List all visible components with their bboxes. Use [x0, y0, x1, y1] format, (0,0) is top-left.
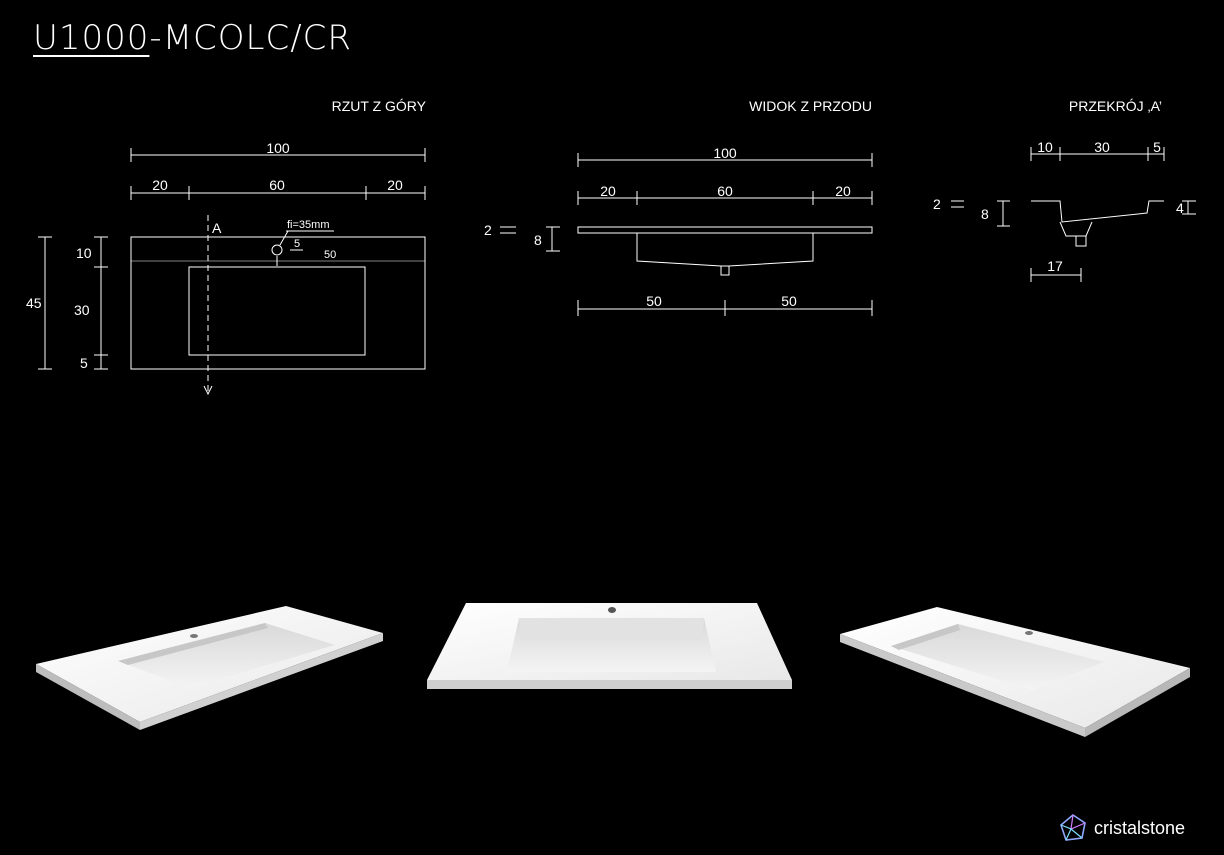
- render-left: [36, 606, 383, 730]
- hole-offset: 5: [294, 238, 300, 250]
- front-width-dim: 100: [713, 145, 737, 161]
- top-width-dim: 100: [266, 140, 290, 156]
- top-depth-dim: 45: [26, 295, 42, 311]
- top-view: RZUT Z GÓRY 100 20 60 20 A fi=35mm 5 50 …: [26, 98, 427, 396]
- top-view-label: RZUT Z GÓRY: [332, 98, 427, 114]
- section-view-label: PRZEKRÓJ ‚A’: [1069, 98, 1162, 114]
- top-depth-top: 10: [76, 245, 92, 261]
- front-view-label: WIDOK Z PRZODU: [749, 98, 872, 114]
- render-right: [840, 607, 1190, 737]
- section-height-dim: 8: [981, 206, 989, 222]
- crystal-icon: [1060, 814, 1086, 841]
- render-front: [427, 603, 792, 689]
- front-half-left: 50: [646, 293, 662, 309]
- top-split-right: 20: [387, 177, 403, 193]
- hole-position: 50: [324, 249, 336, 261]
- section-drain-dim: 17: [1047, 258, 1063, 274]
- section-mark: A: [212, 220, 222, 236]
- front-height-dim: 8: [534, 232, 542, 248]
- section-top-right: 5: [1153, 139, 1161, 155]
- section-view: PRZEKRÓJ ‚A’ 10 30 5 2 8 4 17: [933, 98, 1196, 282]
- section-top-mid: 30: [1094, 139, 1110, 155]
- front-split-mid: 60: [717, 183, 733, 199]
- section-slab-dim: 2: [933, 196, 941, 212]
- front-half-right: 50: [781, 293, 797, 309]
- top-split-mid: 60: [269, 177, 285, 193]
- top-depth-bottom: 5: [80, 355, 88, 371]
- section-top-left: 10: [1037, 139, 1053, 155]
- front-slab-dim: 2: [484, 222, 492, 238]
- section-rim-dim: 4: [1176, 200, 1184, 216]
- front-view: WIDOK Z PRZODU 100 20 60 20 2 8 50 50: [484, 98, 873, 316]
- brand-name: cristalstone: [1094, 817, 1186, 838]
- brand-logo: cristalstone: [1058, 813, 1185, 843]
- top-depth-mid: 30: [74, 302, 90, 318]
- hole-diameter: fi=35mm: [287, 219, 330, 231]
- front-split-left: 20: [600, 183, 616, 199]
- top-split-left: 20: [152, 177, 168, 193]
- page-title: U1000-MCOLC/CR: [33, 18, 352, 58]
- model-code: U1000: [33, 18, 150, 58]
- front-split-right: 20: [835, 183, 851, 199]
- model-suffix: -MCOLC/CR: [149, 18, 353, 58]
